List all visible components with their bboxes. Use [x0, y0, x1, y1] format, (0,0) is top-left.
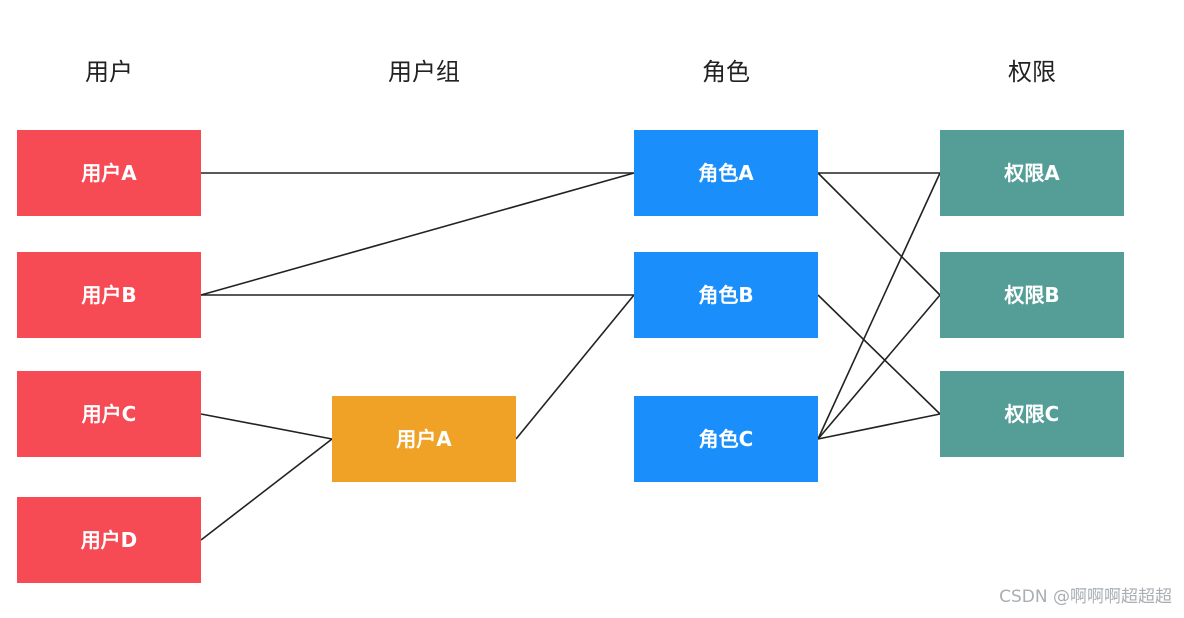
header-users: 用户: [85, 58, 133, 86]
link-rC-pC: [817, 413, 941, 440]
link-uB-rA: [200, 172, 635, 296]
link-rC-pA: [817, 172, 941, 440]
user-box-c: 用户C: [17, 371, 201, 457]
role-box-a: 角色A: [634, 130, 818, 216]
permission-box-c: 权限C: [940, 371, 1124, 457]
header-permissions: 权限: [1008, 58, 1056, 86]
role-box-c: 角色C: [634, 396, 818, 482]
header-groups: 用户组: [388, 58, 460, 86]
role-box-b: 角色B: [634, 252, 818, 338]
link-rB-pC: [817, 294, 941, 415]
link-rC-pB: [817, 294, 941, 440]
user-box-d: 用户D: [17, 497, 201, 583]
header-roles: 角色: [702, 58, 750, 86]
permission-box-a: 权限A: [940, 130, 1124, 216]
watermark-text: CSDN @啊啊啊超超超: [999, 587, 1172, 607]
permission-box-b: 权限B: [940, 252, 1124, 338]
link-gA-rB: [515, 294, 635, 440]
link-rA-pB: [817, 172, 941, 296]
group-box-a: 用户A: [332, 396, 516, 482]
link-uC-gA: [200, 413, 333, 440]
user-box-b: 用户B: [17, 252, 201, 338]
user-box-a: 用户A: [17, 130, 201, 216]
link-uD-gA: [200, 438, 333, 541]
